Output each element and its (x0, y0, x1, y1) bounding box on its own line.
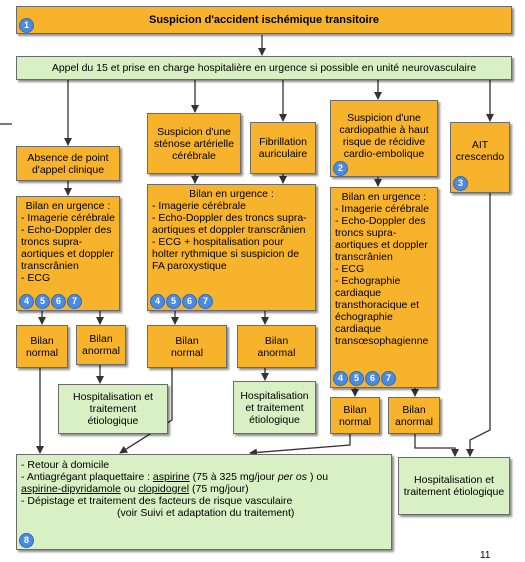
bilan-col4-title: Bilan en urgence : (341, 191, 427, 203)
hosp-text: Hospitalisation et traitement étiologiqu… (403, 474, 505, 498)
head-cardiopathie: Suspicion d'une cardiopathie à haut risq… (330, 100, 438, 177)
badge-6: 6 (51, 294, 66, 309)
badge-4: 4 (19, 294, 34, 309)
badge-8: 8 (19, 533, 34, 548)
head-fibrillation-text: Fibrillation auriculaire (258, 136, 308, 160)
bilan-col4-item: - Echographie (335, 275, 401, 287)
hosp-box-right: Hospitalisation et traitement étiologiqu… (398, 457, 510, 515)
bilan-col1-item: troncs supra- (21, 236, 83, 248)
bilan-col2-item: holter rythmique si suspicion de (152, 248, 300, 260)
badge-7: 7 (67, 294, 82, 309)
bilan-col4-item: échographie (335, 311, 393, 323)
bilan-col2-item: - ECG + hospitalisation pour (152, 236, 284, 248)
clopidogrel-dose: (75 mg/jour) (189, 483, 249, 495)
title-text: Suspicion d'accident ischémique transito… (148, 14, 379, 26)
hosp-text: Hospitalisation et traitement étiologiqu… (73, 391, 153, 427)
head-stenose-text: Suspicion d'une sténose artérielle céréb… (154, 125, 234, 162)
ou-text: ou (120, 483, 139, 495)
ou-text: ) ou (307, 471, 329, 483)
aspirine-dose: (75 à 325 mg/jour (189, 471, 278, 483)
hosp-box-col2: Hospitalisation et traitement étiologiqu… (233, 381, 316, 434)
bottom-line-dipyridamole: aspirine-dipyridamole ou clopidogrel (75… (21, 483, 387, 495)
badge-3: 3 (453, 176, 468, 191)
bilan-anormal-col2: Bilan anormal (237, 325, 316, 368)
bilan-anormal-text: Bilan anormal (82, 333, 120, 357)
head-absence-text: Absence de point d'appel clinique (27, 151, 109, 176)
bilan-col1-item: - ECG (21, 272, 51, 284)
bottom-line-suivi[interactable]: (voir Suivi et adaptation du traitement) (117, 507, 295, 519)
badge-4: 4 (150, 294, 165, 309)
bilan-anormal-text: Bilan anormal (257, 334, 296, 359)
bilan-col4-item: cardiaque (335, 323, 382, 335)
bilan-col2-item: - Imagerie cérébrale (152, 200, 246, 212)
bilan-col1-item: aortiques et doppler (21, 248, 114, 260)
bilan-col4-item: - Imagerie cérébrale (335, 203, 429, 215)
badge-1: 1 (19, 18, 34, 33)
bilan-col4-item: transthoracique et (335, 299, 420, 311)
antiagregant-label: - Antiagrégant plaquettaire : (21, 471, 153, 483)
badge-6: 6 (182, 294, 197, 309)
bilan-col4-item: aortiques et doppler (335, 239, 428, 251)
badge-2: 2 (333, 161, 348, 176)
badge-7: 7 (381, 371, 396, 386)
bilan-col2: Bilan en urgence : - Imagerie cérébrale … (147, 184, 316, 311)
clopidogrel-link[interactable]: clopidogrel (138, 483, 190, 495)
bilan-col2-item: aortiques et doppler transcrânien (152, 224, 306, 236)
badge-4: 4 (333, 371, 348, 386)
bilan-col2-item: - Echo-Doppler des troncs supra- (152, 212, 307, 224)
bilan-normal-text: Bilan normal (170, 334, 204, 359)
bilan-anormal-text: Bilan anormal (395, 403, 433, 428)
bilan-col4-item: - ECG (335, 263, 365, 275)
bottom-line-antiagregant: - Antiagrégant plaquettaire : aspirine (… (21, 471, 387, 483)
bilan-col1-item: - Echo-Doppler des (21, 224, 112, 236)
badge-5: 5 (35, 294, 50, 309)
aspirine-link[interactable]: aspirine (152, 471, 190, 483)
bottom-box: - Retour à domicile - Antiagrégant plaqu… (16, 454, 392, 550)
bilan-anormal-col4: Bilan anormal (388, 397, 440, 434)
bilan-normal-col2: Bilan normal (147, 325, 227, 368)
bottom-line-depistage: - Dépistage et traitement des facteurs d… (21, 495, 293, 507)
head-stenose: Suspicion d'une sténose artérielle céréb… (147, 113, 241, 174)
bilan-col1: Bilan en urgence : - Imagerie cérébrale … (16, 196, 120, 311)
head-cardiopathie-text: Suspicion d'une cardiopathie à haut risq… (339, 111, 429, 160)
head-ait-crescendo: AIT crescendo (450, 122, 510, 193)
bilan-col1-title: Bilan en urgence : (25, 200, 111, 212)
per-os-text: per os (277, 471, 308, 483)
bilan-col4-item: transcrânien (335, 251, 393, 263)
head-absence-point-appel: Absence de point d'appel clinique (16, 146, 120, 181)
head-fibrillation: Fibrillation auriculaire (250, 122, 316, 174)
bilan-col4: Bilan en urgence : - Imagerie cérébrale … (330, 187, 438, 388)
appel-text: Appel du 15 et prise en charge hospitali… (51, 62, 477, 74)
hosp-text: Hospitalisation et traitement étiologiqu… (240, 389, 309, 426)
bilan-col2-item: FA paroxystique (152, 260, 227, 272)
bilan-col4-item: troncs supra- (335, 227, 397, 239)
badge-6: 6 (365, 371, 380, 386)
bilan-anormal-col1: Bilan anormal (76, 325, 126, 365)
bilan-normal-col1: Bilan normal (16, 325, 68, 368)
bilan-col2-title: Bilan en urgence : (189, 188, 274, 200)
bilan-normal-col4: Bilan normal (330, 397, 380, 434)
page-number: 11 (480, 550, 491, 561)
badge-5: 5 (349, 371, 364, 386)
bilan-col4-item: cardiaque (335, 287, 382, 299)
bilan-col4-item: transœsophagienne (335, 335, 429, 347)
bilan-normal-text: Bilan normal (338, 403, 372, 428)
bilan-col1-item: transcrânien (21, 260, 79, 272)
bottom-line-retour: - Retour à domicile (21, 459, 110, 471)
bilan-normal-text: Bilan normal (25, 334, 59, 359)
bilan-col1-item: - Imagerie cérébrale (21, 212, 115, 224)
aspirine-dipyridamole-link[interactable]: aspirine-dipyridamole (21, 483, 121, 495)
badge-5: 5 (166, 294, 181, 309)
bilan-col4-item: - Echo-Doppler des (335, 215, 426, 227)
appel-box: Appel du 15 et prise en charge hospitali… (16, 56, 512, 80)
badge-7: 7 (198, 294, 213, 309)
hosp-box-col1: Hospitalisation et traitement étiologiqu… (58, 384, 168, 434)
title-box: Suspicion d'accident ischémique transito… (16, 6, 512, 34)
head-ait-text: AIT crescendo (455, 138, 505, 163)
